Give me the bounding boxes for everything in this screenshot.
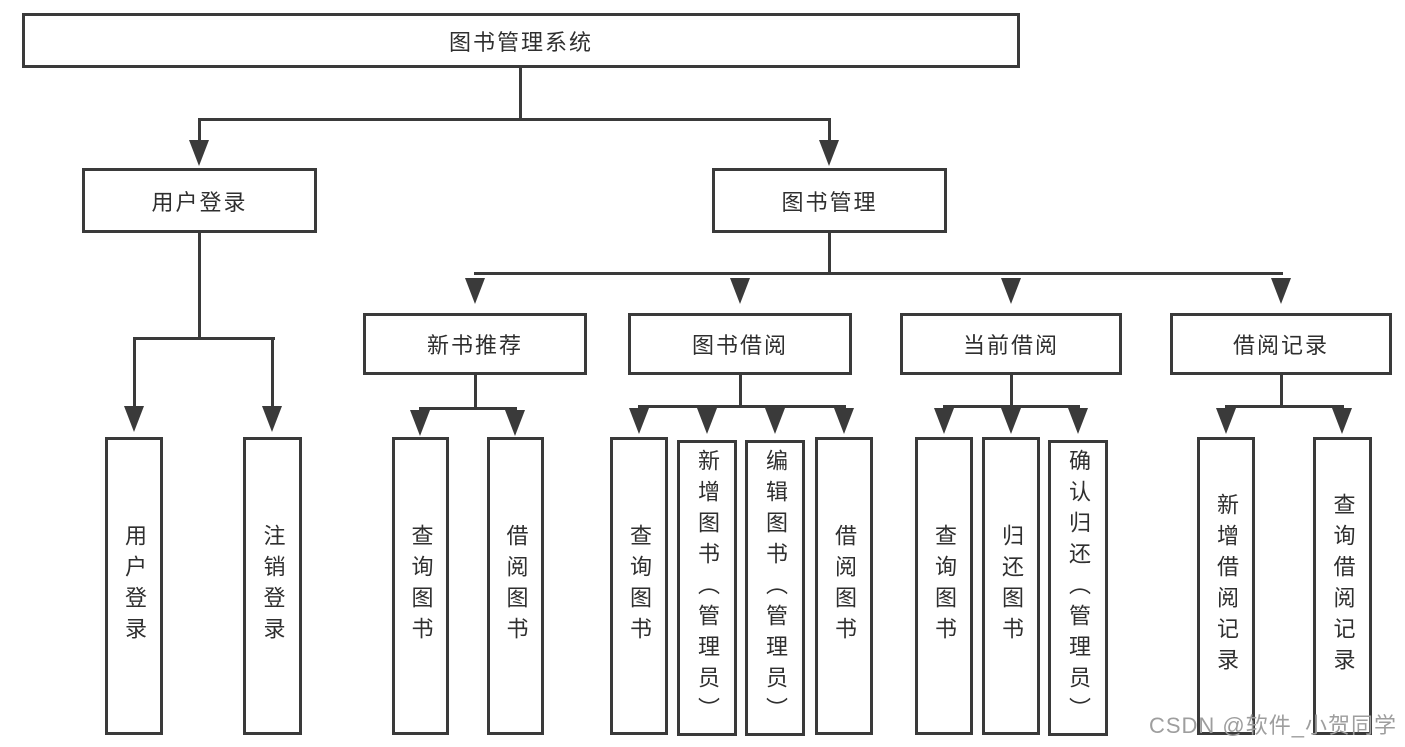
node-cb-confirm-return: 确认归还（管理员）	[1048, 440, 1108, 736]
connector-root-to-user-login	[198, 118, 201, 142]
arrow-down-icon	[934, 408, 954, 434]
node-br-query-record: 查询借阅记录	[1313, 437, 1372, 735]
watermark: CSDN @软件_小贺同学	[1148, 713, 1397, 738]
node-nb-query-book-label: 查询图书	[408, 524, 434, 648]
node-ul-user-login: 用户登录	[105, 437, 163, 735]
node-new-book-rec-label: 新书推荐	[426, 333, 523, 358]
connector-user-login-leaf2	[271, 340, 274, 408]
arrow-down-icon	[262, 406, 282, 432]
node-bb-borrow-book: 借阅图书	[815, 437, 873, 735]
arrow-down-icon	[124, 406, 144, 432]
node-cb-confirm-return-label: 确认归还（管理员）	[1066, 448, 1091, 728]
connector-user-login-leaf1	[133, 340, 136, 408]
node-ul-logout-label: 注销登录	[260, 524, 286, 648]
node-nb-borrow-book: 借阅图书	[487, 437, 544, 735]
connector-book-borrow-stem	[739, 375, 742, 407]
node-root: 图书管理系统	[22, 13, 1020, 68]
node-new-book-rec: 新书推荐	[363, 313, 587, 375]
connector-borrow-record-stem	[1280, 375, 1283, 407]
connector-root-to-book-mgmt	[828, 118, 831, 142]
connector-user-login-stem	[198, 233, 201, 340]
node-book-borrow: 图书借阅	[628, 313, 852, 375]
arrow-down-icon	[697, 408, 717, 434]
node-current-borrow-label: 当前借阅	[962, 333, 1059, 358]
node-br-add-record: 新增借阅记录	[1197, 437, 1255, 735]
node-nb-borrow-book-label: 借阅图书	[503, 524, 529, 648]
node-current-borrow: 当前借阅	[900, 313, 1122, 375]
node-bb-query-book-label: 查询图书	[627, 524, 652, 648]
connector-current-borrow-horizontal	[943, 405, 1080, 408]
node-bb-borrow-book-label: 借阅图书	[832, 524, 857, 648]
node-ul-user-login-label: 用户登录	[122, 524, 147, 648]
connector-book-mgmt-stem	[828, 233, 831, 275]
arrow-down-icon	[410, 410, 430, 436]
arrow-down-icon	[465, 278, 485, 304]
arrow-down-icon	[189, 140, 209, 166]
node-bb-add-book: 新增图书（管理员）	[677, 440, 737, 736]
node-ul-logout: 注销登录	[243, 437, 302, 735]
arrow-down-icon	[505, 410, 525, 436]
node-cb-return-book-label: 归还图书	[999, 524, 1024, 648]
node-cb-query-book: 查询图书	[915, 437, 973, 735]
node-root-label: 图书管理系统	[448, 29, 593, 55]
arrow-down-icon	[629, 408, 649, 434]
node-br-query-record-label: 查询借阅记录	[1330, 493, 1356, 679]
connector-book-mgmt-horizontal	[474, 272, 1283, 275]
node-borrow-record-label: 借阅记录	[1232, 333, 1329, 358]
node-book-mgmt: 图书管理	[712, 168, 947, 233]
arrow-down-icon	[1068, 408, 1088, 434]
arrow-down-icon	[1001, 278, 1021, 304]
connector-root-horizontal	[198, 118, 831, 121]
node-cb-return-book: 归还图书	[982, 437, 1040, 735]
node-book-borrow-label: 图书借阅	[691, 333, 788, 358]
connector-root-stem	[519, 68, 522, 120]
arrow-down-icon	[1332, 408, 1352, 434]
node-bb-query-book: 查询图书	[610, 437, 668, 735]
connector-current-borrow-stem	[1010, 375, 1013, 407]
node-nb-query-book: 查询图书	[392, 437, 449, 735]
arrow-down-icon	[834, 408, 854, 434]
arrow-down-icon	[730, 278, 750, 304]
node-br-add-record-label: 新增借阅记录	[1214, 493, 1239, 679]
node-borrow-record: 借阅记录	[1170, 313, 1392, 375]
arrow-down-icon	[819, 140, 839, 166]
connector-new-book-rec-stem	[474, 375, 477, 410]
node-user-login-label: 用户登录	[151, 189, 248, 215]
node-book-mgmt-label: 图书管理	[781, 189, 878, 215]
node-bb-add-book-label: 新增图书（管理员）	[695, 448, 720, 728]
node-cb-query-book-label: 查询图书	[932, 524, 957, 648]
node-user-login: 用户登录	[82, 168, 317, 233]
connector-new-book-rec-horizontal	[419, 407, 517, 410]
arrow-down-icon	[1271, 278, 1291, 304]
node-bb-edit-book: 编辑图书（管理员）	[745, 440, 805, 736]
arrow-down-icon	[1216, 408, 1236, 434]
connector-book-borrow-horizontal	[638, 405, 846, 408]
node-bb-edit-book-label: 编辑图书（管理员）	[763, 448, 788, 728]
arrow-down-icon	[765, 408, 785, 434]
connector-borrow-record-horizontal	[1225, 405, 1344, 408]
arrow-down-icon	[1001, 408, 1021, 434]
connector-user-login-horizontal	[133, 337, 275, 340]
